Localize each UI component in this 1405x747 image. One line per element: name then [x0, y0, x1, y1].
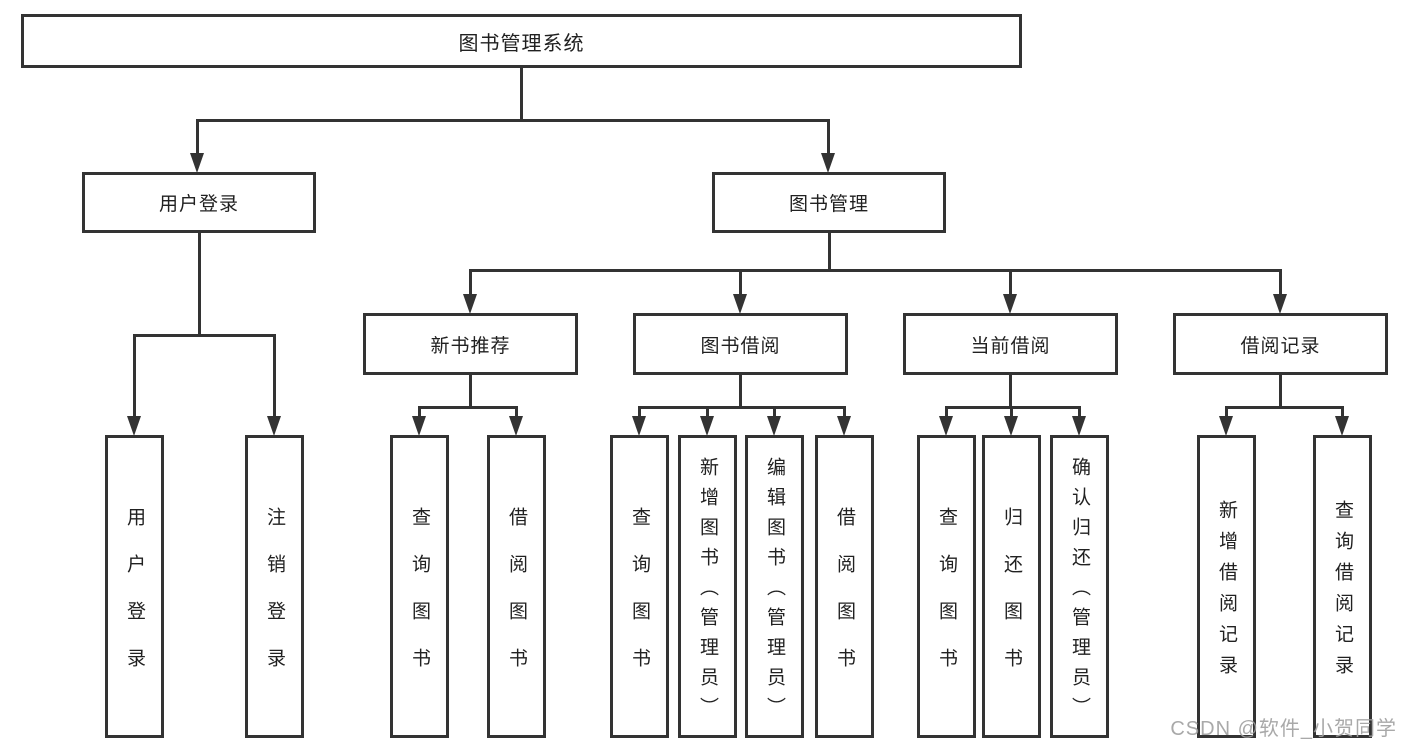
leaf-nbr-query-books-label: 查询图书: [409, 506, 430, 695]
leaf-bb-query-books-label: 查询图书: [629, 506, 650, 695]
leaf-bb-add-books-admin: 新增图书（管理员）: [678, 435, 737, 738]
connector-drop: [417, 406, 421, 419]
leaf-cb-confirm-return-admin-label: 确认归还（管理员）: [1069, 457, 1090, 727]
connector-drop: [1278, 269, 1282, 297]
connector-drop: [738, 269, 742, 297]
connector-drop: [944, 406, 948, 419]
connector-drop: [132, 334, 136, 419]
csdn-watermark: CSDN @软件_小贺同学: [1170, 718, 1397, 740]
arrowhead-down-icon: [821, 153, 835, 173]
leaf-bb-borrow-books: 借阅图书: [815, 435, 874, 738]
node-new-book-recommend: 新书推荐: [363, 313, 578, 375]
leaf-br-query-record-label: 查询借阅记录: [1332, 499, 1353, 686]
leaf-cb-query-books-label: 查询图书: [936, 506, 957, 695]
connector-drop: [468, 269, 472, 297]
arrowhead-down-icon: [463, 294, 477, 314]
leaf-br-add-record-label: 新增借阅记录: [1216, 499, 1237, 686]
connector-stem: [197, 232, 201, 337]
leaf-bb-edit-books-admin-label: 编辑图书（管理员）: [764, 457, 785, 727]
connector-drop: [514, 406, 518, 419]
leaf-br-add-record: 新增借阅记录: [1197, 435, 1256, 738]
leaf-br-query-record: 查询借阅记录: [1313, 435, 1372, 738]
leaf-cb-return-books: 归还图书: [982, 435, 1041, 738]
leaf-cb-query-books: 查询图书: [917, 435, 976, 738]
leaf-nbr-borrow-books-label: 借阅图书: [506, 506, 527, 695]
connector-drop: [826, 119, 830, 156]
arrowhead-down-icon: [190, 153, 204, 173]
connector-stem: [519, 67, 523, 122]
arrowhead-down-icon: [700, 416, 714, 436]
node-root-library-management-system: 图书管理系统: [21, 14, 1022, 68]
connector-drop: [1077, 406, 1081, 419]
connector-drop: [637, 406, 641, 419]
leaf-logout-label: 注销登录: [264, 506, 285, 695]
arrowhead-down-icon: [939, 416, 953, 436]
connector-drop: [1008, 269, 1012, 297]
leaf-bb-borrow-books-label: 借阅图书: [834, 506, 855, 695]
connector-bus: [195, 119, 830, 122]
connector-stem: [1278, 374, 1282, 409]
node-user-login: 用户登录: [82, 172, 316, 233]
leaf-bb-add-books-admin-label: 新增图书（管理员）: [697, 457, 718, 727]
node-current-borrow: 当前借阅: [903, 313, 1118, 375]
arrowhead-down-icon: [632, 416, 646, 436]
connector-stem: [827, 232, 831, 272]
arrowhead-down-icon: [509, 416, 523, 436]
connector-stem: [1008, 374, 1012, 409]
node-book-borrow: 图书借阅: [633, 313, 848, 375]
connector-bus: [637, 406, 846, 409]
arrowhead-down-icon: [1219, 416, 1233, 436]
arrowhead-down-icon: [1004, 416, 1018, 436]
leaf-cb-confirm-return-admin: 确认归还（管理员）: [1050, 435, 1109, 738]
connector-drop: [1340, 406, 1344, 419]
connector-drop: [842, 406, 846, 419]
leaf-bb-edit-books-admin: 编辑图书（管理员）: [745, 435, 804, 738]
connector-bus: [944, 406, 1081, 409]
leaf-nbr-borrow-books: 借阅图书: [487, 435, 546, 738]
leaf-bb-query-books: 查询图书: [610, 435, 669, 738]
node-book-management: 图书管理: [712, 172, 946, 233]
arrowhead-down-icon: [1072, 416, 1086, 436]
leaf-nbr-query-books: 查询图书: [390, 435, 449, 738]
arrowhead-down-icon: [1273, 294, 1287, 314]
connector-drop: [272, 334, 276, 419]
arrowhead-down-icon: [127, 416, 141, 436]
arrowhead-down-icon: [412, 416, 426, 436]
connector-bus: [417, 406, 518, 409]
leaf-user-login: 用户登录: [105, 435, 164, 738]
arrowhead-down-icon: [837, 416, 851, 436]
connector-bus: [132, 334, 276, 337]
connector-drop: [705, 406, 709, 419]
arrowhead-down-icon: [267, 416, 281, 436]
arrowhead-down-icon: [767, 416, 781, 436]
connector-bus: [468, 269, 1282, 272]
connector-drop: [1224, 406, 1228, 419]
leaf-cb-return-books-label: 归还图书: [1001, 506, 1022, 695]
connector-drop: [1009, 406, 1013, 419]
connector-drop: [195, 119, 199, 156]
connector-bus: [1224, 406, 1344, 409]
node-borrow-record: 借阅记录: [1173, 313, 1388, 375]
connector-stem: [468, 374, 472, 409]
leaf-logout: 注销登录: [245, 435, 304, 738]
arrowhead-down-icon: [1335, 416, 1349, 436]
arrowhead-down-icon: [1003, 294, 1017, 314]
leaf-user-login-label: 用户登录: [124, 506, 145, 695]
connector-drop: [772, 406, 776, 419]
connector-stem: [738, 374, 742, 409]
arrowhead-down-icon: [733, 294, 747, 314]
